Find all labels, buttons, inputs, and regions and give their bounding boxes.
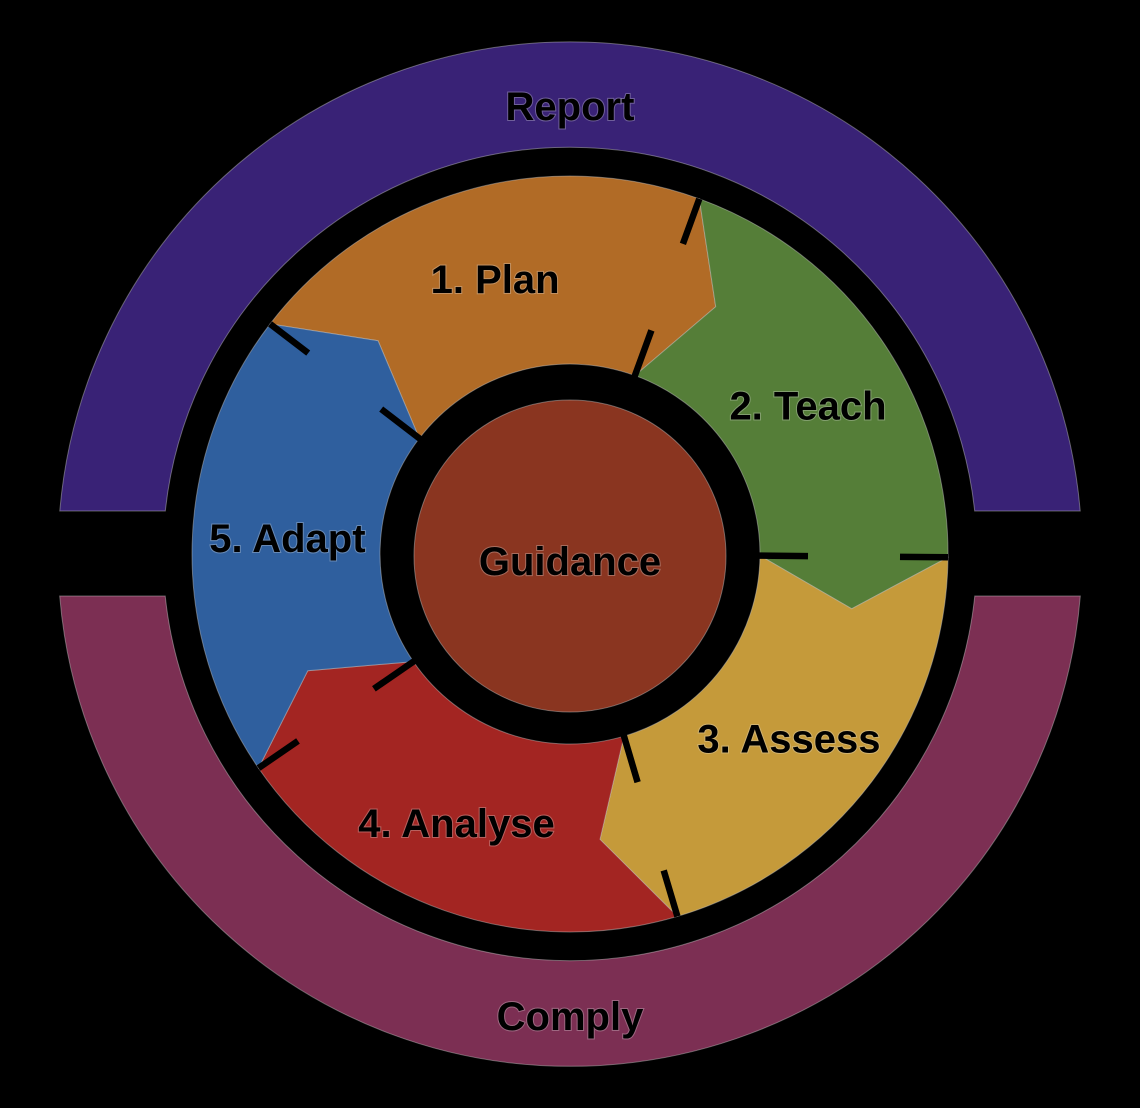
outer-boundary-tick-4: [256, 738, 300, 771]
outer-boundary-tick-1: [679, 197, 703, 246]
cycle-segment-arrow-1: [269, 175, 717, 440]
cycle-segment-arrow-3: [599, 554, 949, 917]
cycle-segment-label-4: 4. Analyse: [358, 802, 554, 846]
report-label: Report: [506, 85, 635, 129]
cycle-segment-arrow-2: [634, 198, 949, 610]
diagram-labels: Report Comply Guidance 1. Plan 2. Teach 3.…: [208, 84, 887, 1040]
cycle-segment-label-3: 3. Assess: [697, 718, 880, 762]
inner-boundary-tick-4: [372, 658, 417, 692]
outer-ring-report-arc: [59, 41, 1081, 512]
outer-boundary-tick-3: [660, 869, 681, 918]
comply-label: Comply: [497, 995, 644, 1039]
inner-boundary-tick-5: [379, 406, 423, 442]
outer-ring-comply-arc: [59, 595, 1081, 1067]
inner-boundary-tick-2: [758, 552, 809, 560]
cycle-segment-arrow-4: [257, 661, 679, 933]
inner-boundary-tick-1: [631, 329, 655, 378]
cycle-segment-label-2: 2. Teach: [729, 385, 886, 429]
guidance-label: Guidance: [479, 540, 661, 584]
center-guidance-circle: [413, 399, 727, 713]
cycle-segment-label-1: 1. Plan: [431, 258, 560, 302]
cycle-segment-label-5: 5. Adapt: [209, 517, 365, 561]
boundary-ticks: [256, 197, 949, 918]
cycle-segments: [191, 175, 949, 933]
inner-boundary-tick-3: [620, 734, 641, 784]
cycle-segment-arrow-5: [191, 323, 420, 770]
outer-boundary-tick-5: [268, 321, 311, 356]
